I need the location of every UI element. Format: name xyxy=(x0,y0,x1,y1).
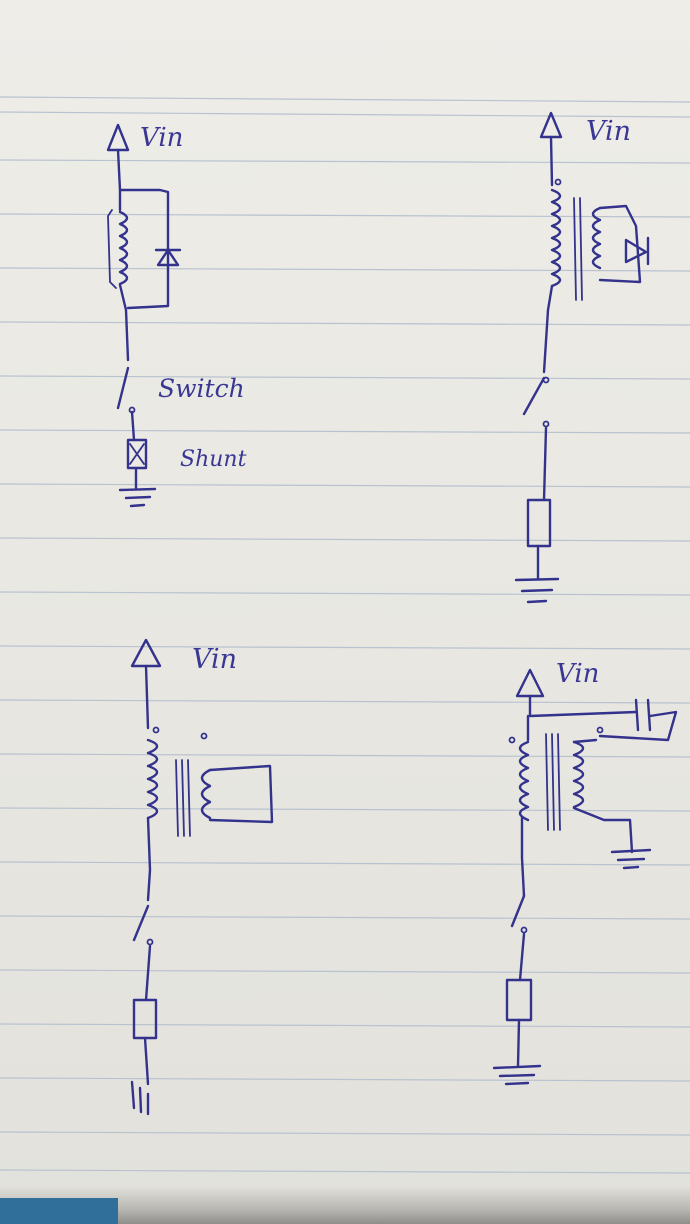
diode-icon xyxy=(156,248,180,267)
resistor-icon xyxy=(132,998,158,1040)
circuit-transformer-open: Vin xyxy=(130,638,274,1116)
circuit-transformer-diode: Vin xyxy=(514,111,650,604)
transformer-core xyxy=(175,759,179,837)
ground-icon xyxy=(130,1080,150,1116)
circuit-relay-diode: Vin Switch Shunt xyxy=(106,123,247,508)
primary-coil-icon xyxy=(518,740,530,822)
switch-icon xyxy=(522,376,546,416)
vin-arrow-icon xyxy=(130,638,162,668)
switch-label: Switch xyxy=(158,374,245,403)
ground-icon xyxy=(492,1064,542,1086)
vin-arrow-icon xyxy=(106,123,130,152)
ground-icon xyxy=(118,487,157,508)
primary-coil-icon xyxy=(146,738,159,820)
capacitor-icon xyxy=(634,698,640,732)
secondary-coil-icon xyxy=(200,768,212,820)
vin-label: Vin xyxy=(192,644,237,675)
ruled-lines xyxy=(0,96,690,1174)
diode-icon xyxy=(624,238,648,264)
switch-icon xyxy=(116,366,130,410)
secondary-coil-icon xyxy=(572,740,585,809)
resistor-icon xyxy=(526,498,552,548)
blue-cover-tab xyxy=(0,1198,118,1224)
transformer-core xyxy=(573,197,577,301)
ground-icon xyxy=(610,848,652,870)
switch-icon xyxy=(132,904,150,942)
vin-arrow-icon xyxy=(515,668,545,698)
primary-coil-icon xyxy=(550,188,562,288)
switch-icon xyxy=(510,894,526,928)
shunt-label: Shunt xyxy=(180,447,247,472)
transformer-core xyxy=(545,733,549,831)
coil-icon xyxy=(118,210,129,286)
vin-label: Vin xyxy=(586,116,631,147)
secondary-coil-icon xyxy=(591,206,602,270)
vin-label: Vin xyxy=(140,123,183,153)
resistor-icon xyxy=(505,978,533,1022)
ground-icon xyxy=(514,577,560,604)
vin-label: Vin xyxy=(556,659,599,689)
circuit-transformer-capacitor: Vin xyxy=(492,659,678,1086)
